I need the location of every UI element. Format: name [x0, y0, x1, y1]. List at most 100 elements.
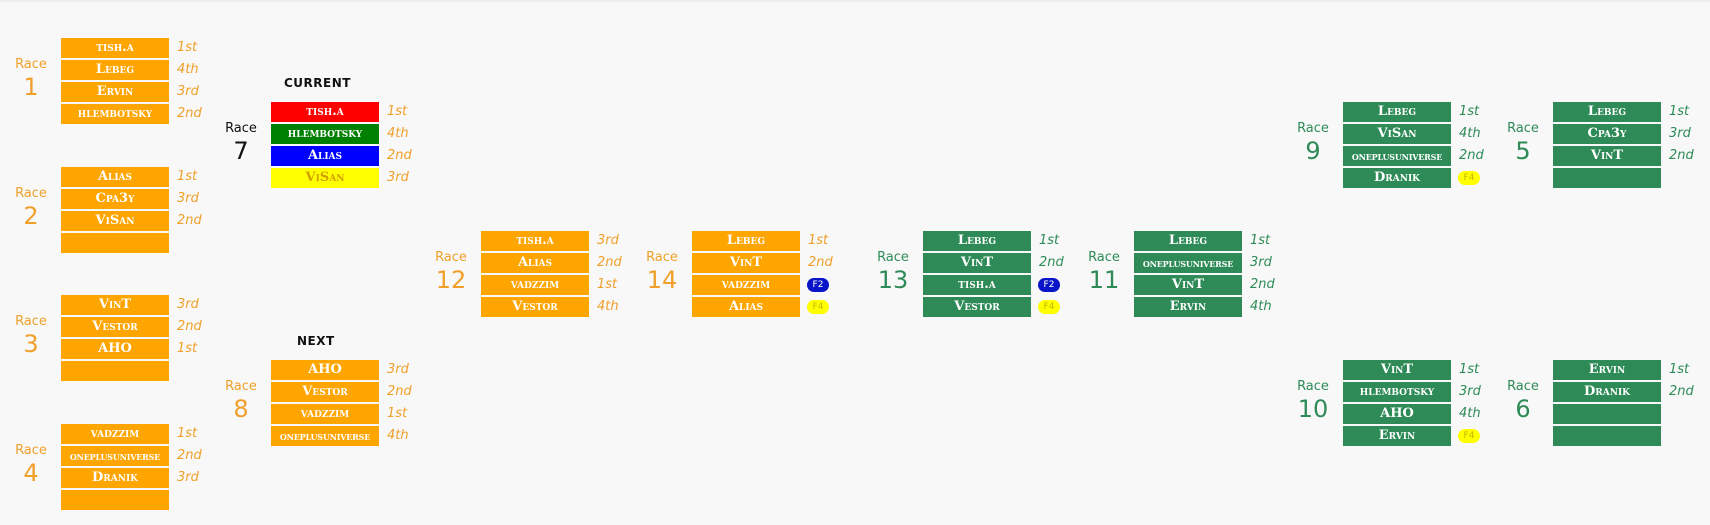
racer-slot: Lebeg	[692, 231, 800, 251]
fault-badge: F2	[1038, 278, 1060, 292]
racer-slot: AHO	[61, 339, 169, 359]
racer-slot: VinT	[61, 295, 169, 315]
finish-place: 4th	[1459, 126, 1481, 141]
racer-slot: Lebeg	[1134, 231, 1242, 251]
current-heading: CURRENT	[284, 76, 351, 90]
finish-place: 1st	[1669, 362, 1690, 377]
finish-place: 1st	[1039, 233, 1060, 248]
finish-place: 4th	[1250, 299, 1272, 314]
fault-badge: F4	[1458, 429, 1480, 443]
racer-slot: tish.a	[481, 231, 589, 251]
fault-badge: F4	[1038, 300, 1060, 314]
racer-slot: Lebeg	[1553, 102, 1661, 122]
racer-slot: vadzzim	[271, 404, 379, 424]
top-divider	[0, 0, 1710, 2]
finish-place: 4th	[177, 62, 199, 77]
finish-place: 1st	[177, 426, 198, 441]
racer-slot: ViSan	[271, 168, 379, 188]
race-number: 11	[1088, 266, 1120, 294]
race-word: Race	[1088, 250, 1120, 265]
finish-place: 4th	[1459, 406, 1481, 421]
racer-slot: Dranik	[1553, 382, 1661, 402]
racer-slot	[61, 490, 169, 510]
race-number: 7	[233, 137, 249, 165]
racer-slot: hlembotsky	[1343, 382, 1451, 402]
racer-slot: Lebeg	[61, 60, 169, 80]
finish-place: 2nd	[1250, 277, 1275, 292]
racer-slot: vadzzim	[692, 275, 800, 295]
racer-slot	[1553, 168, 1661, 188]
racer-slot: oneplusuniverse	[61, 446, 169, 466]
racer-slot: Vestor	[61, 317, 169, 337]
race-word: Race	[1507, 121, 1539, 136]
finish-place: 2nd	[177, 319, 202, 334]
racer-slot: Dranik	[1343, 168, 1451, 188]
racer-slot: VinT	[692, 253, 800, 273]
racer-slot: Alias	[692, 297, 800, 317]
finish-place: 1st	[387, 406, 408, 421]
race-number: 12	[435, 266, 467, 294]
racer-slot: AHO	[271, 360, 379, 380]
race-word: Race	[1297, 121, 1329, 136]
race-number: 1	[23, 73, 39, 101]
racer-slot: Lebeg	[923, 231, 1031, 251]
racer-slot: Vestor	[481, 297, 589, 317]
racer-slot: VinT	[1553, 146, 1661, 166]
racer-slot: ViSan	[1343, 124, 1451, 144]
race-word: Race	[646, 250, 678, 265]
race-number: 8	[233, 395, 249, 423]
racer-slot: tish.a	[61, 38, 169, 58]
racer-slot: hlembotsky	[271, 124, 379, 144]
finish-place: 2nd	[177, 213, 202, 228]
race-number: 6	[1515, 395, 1531, 423]
racer-slot: hlembotsky	[61, 104, 169, 124]
race-word: Race	[1507, 379, 1539, 394]
race-word: Race	[1297, 379, 1329, 394]
race-number: 10	[1297, 395, 1329, 423]
next-heading: NEXT	[297, 334, 335, 348]
racer-slot: Vestor	[923, 297, 1031, 317]
finish-place: 3rd	[387, 362, 409, 377]
racer-slot: Cpa3y	[61, 189, 169, 209]
race-word: Race	[15, 57, 47, 72]
racer-slot	[61, 233, 169, 253]
racer-slot: ViSan	[61, 211, 169, 231]
finish-place: 2nd	[177, 106, 202, 121]
racer-slot: Ervin	[61, 82, 169, 102]
finish-place: 3rd	[177, 297, 199, 312]
racer-slot: AHO	[1343, 404, 1451, 424]
racer-slot: Lebeg	[1343, 102, 1451, 122]
finish-place: 1st	[1459, 362, 1480, 377]
racer-slot: VinT	[923, 253, 1031, 273]
race-word: Race	[225, 379, 257, 394]
finish-place: 1st	[387, 104, 408, 119]
finish-place: 4th	[387, 428, 409, 443]
race-number: 3	[23, 330, 39, 358]
race-word: Race	[877, 250, 909, 265]
fault-badge: F4	[807, 300, 829, 314]
race-word: Race	[15, 314, 47, 329]
finish-place: 1st	[808, 233, 829, 248]
finish-place: 2nd	[1669, 148, 1694, 163]
finish-place: 2nd	[597, 255, 622, 270]
racer-slot: tish.a	[923, 275, 1031, 295]
racer-slot: Alias	[61, 167, 169, 187]
race-word: Race	[225, 121, 257, 136]
finish-place: 3rd	[177, 470, 199, 485]
finish-place: 1st	[1459, 104, 1480, 119]
race-number: 2	[23, 202, 39, 230]
race-number: 4	[23, 459, 39, 487]
racer-slot: Ervin	[1553, 360, 1661, 380]
finish-place: 3rd	[177, 84, 199, 99]
